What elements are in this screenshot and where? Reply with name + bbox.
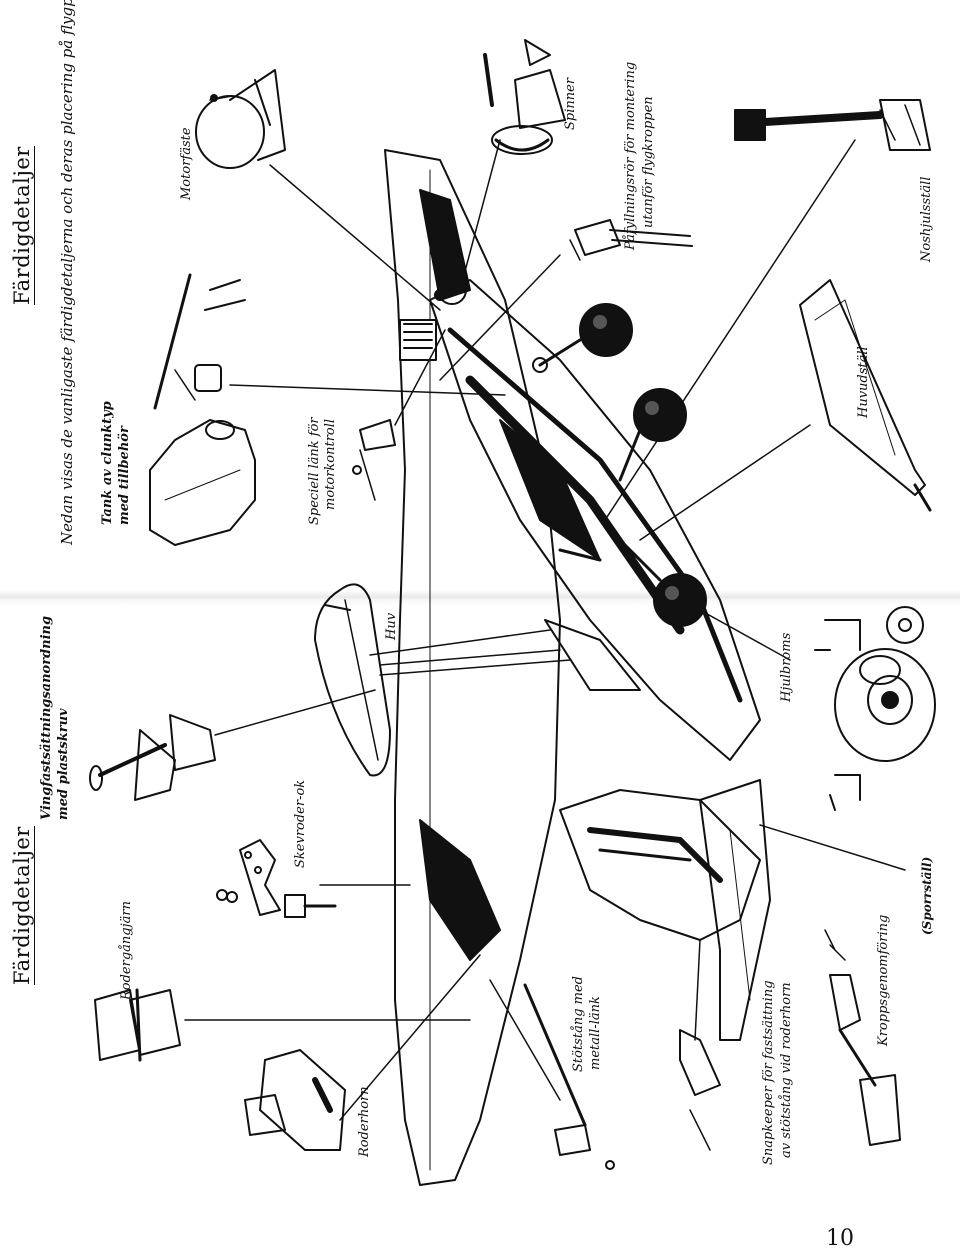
- label-huv: Huv: [384, 612, 399, 640]
- label-speciell-lank-line2: motorkontroll: [323, 418, 338, 510]
- control-horn-drawing: [244, 1049, 346, 1151]
- tail-drawing: [559, 779, 771, 1041]
- label-stotstang-line2: metall-länk: [588, 996, 603, 1070]
- label-snapkeeper-line2: av stötstång vid roderhorn: [779, 982, 794, 1158]
- label-vingfast-line1: Vingfastsättningsanordning: [39, 615, 54, 820]
- nose-gear-drawing: [734, 99, 931, 151]
- label-motorfaste: Motorfäste: [179, 127, 194, 200]
- label-speciell-lank-line1: Speciell länk för: [307, 417, 322, 525]
- fuel-tank-drawing: [149, 273, 256, 546]
- spinner-drawing: [483, 39, 566, 155]
- label-snapkeeper-line1: Snapkeeper för fastsättning: [761, 980, 776, 1165]
- label-huvudstall: Huvudställ: [856, 346, 871, 418]
- main-gear-drawing: [799, 279, 932, 512]
- label-tank-line1: Tank av clunktyp: [100, 401, 115, 525]
- wing-bolt-mount-drawing: [89, 714, 216, 801]
- lower-title: Färdigdetaljer: [10, 826, 35, 985]
- label-pafyllningsror-line1: Påfyllningsrör för montering: [623, 61, 638, 250]
- label-kroppsgenomforing: Kroppsgenomföring: [876, 914, 891, 1046]
- fuel-fill-tube-drawing: [569, 219, 693, 261]
- label-pafyllningsror-line2: utanför flygkroppen: [641, 96, 656, 228]
- aileron-yoke-drawing: [216, 839, 337, 918]
- wheels-drawing: [532, 303, 707, 627]
- label-rodergangjarn: Rodergångjärn: [119, 901, 134, 1000]
- wing-drawing: [384, 149, 561, 1186]
- label-noshjulsstall: Noshjulsställ: [919, 176, 934, 262]
- hinge-drawing: [94, 988, 181, 1062]
- label-tank-line2: med tillbehör: [117, 426, 132, 525]
- snapkeeper-drawing: [679, 1029, 721, 1151]
- label-sporrstall: (Sporrställ): [920, 856, 934, 935]
- label-stotstang-line1: Stötstång med: [571, 976, 586, 1072]
- leader-lines: [184, 139, 906, 1121]
- label-vingfast-line2: med plastskruv: [56, 708, 71, 820]
- wheel-brake-drawing: [814, 606, 936, 811]
- canopy-drawing: [314, 583, 391, 777]
- label-spinner: Spinner: [563, 77, 578, 130]
- fuselage-drawing: [399, 275, 761, 761]
- label-roderhorn: Roderhorn: [357, 1086, 372, 1157]
- intro-text: Nedan visas de vanligaste färdigdetaljer…: [58, 0, 76, 545]
- upper-title: Färdigdetaljer: [10, 146, 35, 305]
- page-number: 10: [826, 1226, 854, 1251]
- pushrod-drawing: [523, 983, 615, 1170]
- label-skevroder-ok: Skevroder-ok: [293, 779, 308, 868]
- body-passthrough-drawing: [824, 929, 901, 1146]
- label-hjulbroms: Hjulbroms: [779, 632, 794, 702]
- throttle-link-drawing: [352, 419, 396, 501]
- motor-mount-drawing: [195, 69, 286, 169]
